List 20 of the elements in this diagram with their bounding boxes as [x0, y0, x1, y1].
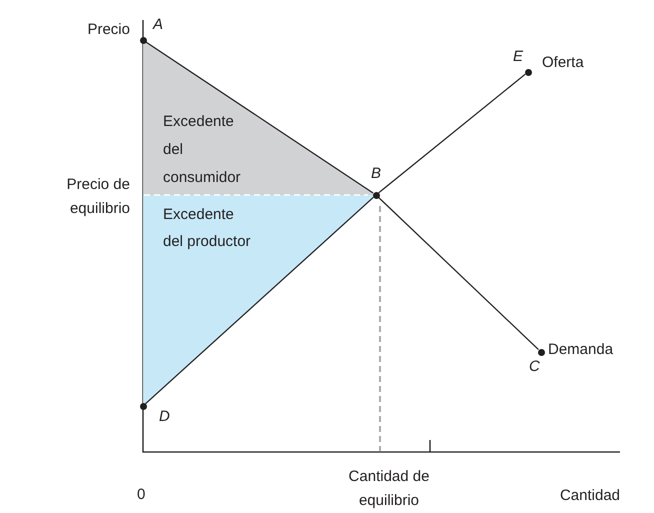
point-label: D	[159, 408, 170, 425]
axis-label: Precio	[86, 20, 130, 40]
point-label: E	[513, 48, 524, 65]
axis-label: Cantidad	[558, 486, 622, 506]
axis-label: Precio de equilibrio	[66, 175, 130, 219]
point-marker	[140, 36, 146, 44]
point-marker	[140, 402, 146, 410]
point-label: B	[371, 165, 382, 182]
point-marker	[538, 348, 544, 356]
area-label: Excedente del productor	[163, 205, 252, 252]
curve-line	[378, 196, 539, 350]
point-label: C	[529, 358, 540, 375]
area-label: Excedente del consumidor	[163, 112, 242, 188]
axis-label: 0	[137, 485, 146, 505]
axis-label: Cantidad de equilibrio	[348, 467, 430, 511]
curve-name: Demanda	[548, 341, 614, 358]
curve-line	[378, 74, 526, 194]
point-label: A	[153, 16, 164, 33]
point-marker	[524, 68, 532, 76]
curve-name: Oferta	[542, 54, 584, 71]
